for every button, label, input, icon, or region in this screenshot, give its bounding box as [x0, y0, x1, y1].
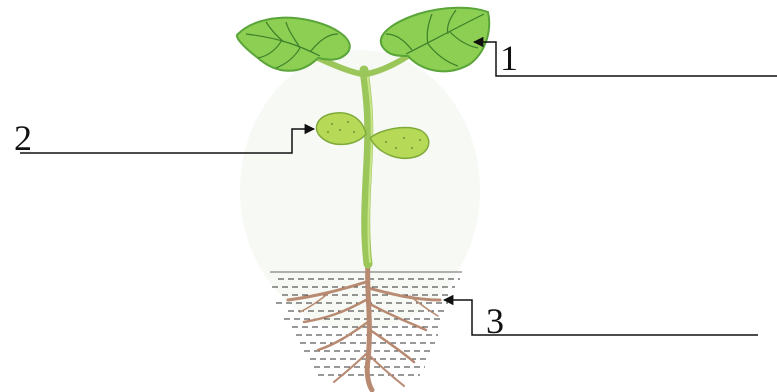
label-number-3: 3 — [486, 303, 504, 339]
label-number-1: 1 — [500, 40, 518, 76]
label-line-1 — [474, 42, 777, 76]
label-number-2: 2 — [14, 120, 32, 156]
background-wash — [240, 50, 480, 330]
